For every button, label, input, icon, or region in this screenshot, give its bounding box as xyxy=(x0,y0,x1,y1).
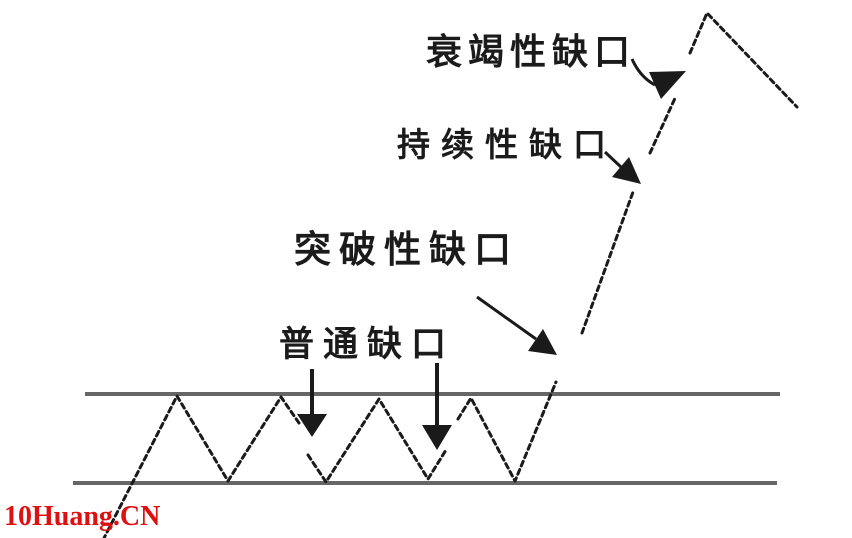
up-right-arrowhead-icon xyxy=(649,71,686,99)
continuation-gap-label: 持续性缺口 xyxy=(397,126,617,163)
breakaway-gap-arrow-shaft xyxy=(476,295,537,341)
down-right-arrowhead-icon xyxy=(528,329,557,355)
common-gap-arrow-1 xyxy=(297,369,327,437)
price-zigzag-segment-1 xyxy=(102,394,301,538)
common-gap-arrow-2 xyxy=(422,363,452,450)
exhaustion-gap-label: 衰竭性缺口 xyxy=(426,31,637,72)
price-zigzag-segment-3 xyxy=(456,380,558,483)
price-trend-segment-after-breakaway-gap xyxy=(580,190,635,335)
exhaustion-gap-arrow xyxy=(630,58,686,99)
price-trend-segment-after-continuation-gap xyxy=(648,94,678,155)
breakaway-gap-arrow xyxy=(476,295,557,355)
down-arrowhead-icon xyxy=(422,425,452,450)
price-peak-and-decline-segment xyxy=(688,11,799,109)
common-gap-label: 普通缺口 xyxy=(279,325,456,364)
exhaustion-gap-arrow-shaft xyxy=(630,58,656,87)
continuation-gap-arrow-shaft xyxy=(603,150,624,170)
continuation-gap-arrow xyxy=(603,150,641,184)
site-watermark: 10Huang.CN xyxy=(4,501,161,532)
breakaway-gap-label: 突破性缺口 xyxy=(294,229,519,270)
price-zigzag-segment-2 xyxy=(306,397,448,484)
down-right-arrowhead-icon xyxy=(612,157,641,184)
down-arrowhead-icon xyxy=(297,414,327,437)
